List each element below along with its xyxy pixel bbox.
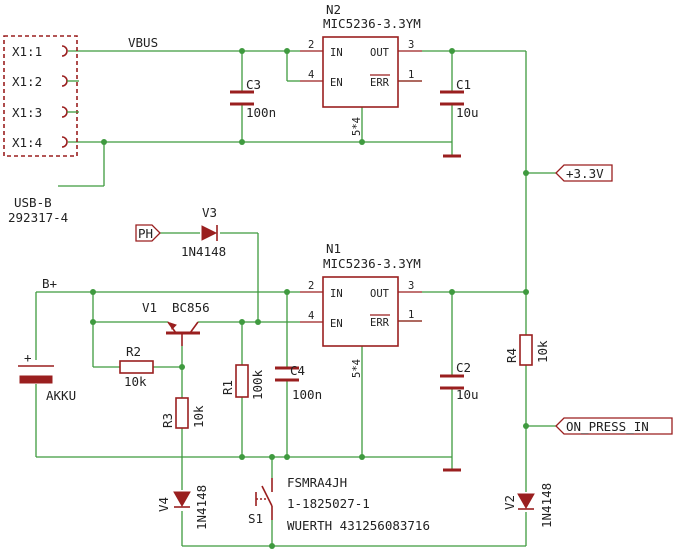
n1-in-label: IN — [330, 288, 343, 300]
regulator-n1: N1 MIC5236-3.3YM IN EN OUT ERR 2 4 3 1 5… — [300, 241, 422, 378]
capacitor-c1: C1 10u — [440, 77, 479, 120]
capacitor-c3: C3 100n — [230, 77, 276, 120]
usb-connector-x1: X1:1 X1:2 X1:3 X1:4 USB-B 292317-4 — [3, 35, 79, 225]
s1-maker: WUERTH 431256083716 — [287, 518, 430, 533]
r2-value: 10k — [124, 374, 147, 389]
r2-name: R2 — [126, 344, 141, 359]
n2-pin-out: 3 — [408, 39, 414, 51]
net-3v3-label: +3.3V — [566, 166, 604, 181]
s1-name: S1 — [248, 511, 263, 526]
n2-en-label: EN — [330, 77, 343, 89]
n2-out-label: OUT — [370, 47, 390, 59]
regulator-n2: N2 MIC5236-3.3YM IN EN OUT ERR 2 4 3 1 5… — [300, 2, 422, 136]
s1-value: FSMRA4JH — [287, 475, 347, 490]
n2-err-label: ERR — [370, 77, 390, 89]
net-vbus-label: VBUS — [128, 35, 158, 50]
c3-value: 100n — [246, 105, 276, 120]
ground-symbols — [443, 154, 461, 472]
n1-name: N1 — [326, 241, 341, 256]
c2-name: C2 — [456, 360, 471, 375]
n2-in-label: IN — [330, 47, 343, 59]
c3-name: C3 — [246, 77, 261, 92]
junctions — [90, 48, 529, 549]
v4-name: V4 — [156, 497, 171, 512]
net-ph-flag: PH — [135, 224, 161, 242]
n1-pin-err: 1 — [408, 309, 414, 321]
connector-part: 292317-4 — [8, 210, 68, 225]
capacitor-c4: C4 100n — [275, 363, 322, 402]
v4-value: 1N4148 — [194, 485, 209, 530]
r1-value: 100k — [250, 369, 265, 400]
n2-pin-gnd: 5*4 — [351, 117, 363, 136]
battery-plus: + — [24, 350, 32, 365]
v3-value: 1N4148 — [181, 244, 226, 259]
resistor-r1: R1 100k — [220, 364, 265, 400]
net-3v3-flag: +3.3V — [555, 164, 613, 182]
n2-name: N2 — [326, 2, 341, 17]
n1-err-label: ERR — [370, 317, 390, 329]
n2-pin-err: 1 — [408, 69, 414, 81]
diode-v3: V3 1N4148 — [181, 205, 226, 259]
net-bplus-label: B+ — [42, 276, 57, 291]
n1-en-label: EN — [330, 318, 343, 330]
r4-value: 10k — [535, 340, 550, 363]
n2-pin-en: 4 — [308, 69, 314, 81]
battery-akku: + AKKU — [18, 350, 76, 403]
n1-pin-in: 2 — [308, 280, 314, 292]
net-on-press-flag: ON_PRESS_IN — [555, 417, 673, 435]
v1-value: BC856 — [172, 300, 210, 315]
diode-v2: V2 1N4148 — [502, 483, 554, 528]
v1-name: V1 — [142, 300, 157, 315]
n1-pin-out: 3 — [408, 280, 414, 292]
diode-v4: V4 1N4148 — [156, 485, 209, 530]
connector-pin-1: X1:1 — [12, 44, 42, 59]
v3-name: V3 — [202, 205, 217, 220]
wires — [35, 50, 556, 547]
connector-pin-4: X1:4 — [12, 135, 42, 150]
c2-value: 10u — [456, 387, 479, 402]
resistor-r4: R4 10k — [504, 334, 550, 366]
connector-type: USB-B — [14, 195, 52, 210]
transistor-v1: V1 BC856 — [142, 300, 210, 346]
connector-pin-2: X1:2 — [12, 74, 42, 89]
r3-name: R3 — [160, 413, 175, 428]
r4-name: R4 — [504, 348, 519, 363]
switch-s1: S1 FSMRA4JH 1-1825027-1 WUERTH 431256083… — [248, 475, 430, 533]
c1-value: 10u — [456, 105, 479, 120]
n1-out-label: OUT — [370, 288, 390, 300]
v2-value: 1N4148 — [539, 483, 554, 528]
c4-value: 100n — [292, 387, 322, 402]
n1-value: MIC5236-3.3YM — [323, 256, 421, 271]
net-ph-label: PH — [138, 226, 153, 241]
r1-name: R1 — [220, 380, 235, 395]
net-on-press-label: ON_PRESS_IN — [566, 419, 649, 434]
v2-name: V2 — [502, 495, 517, 510]
n2-pin-in: 2 — [308, 39, 314, 51]
n1-pin-en: 4 — [308, 310, 314, 322]
n1-pin-gnd: 5*4 — [351, 359, 363, 378]
resistor-r2: R2 10k — [119, 344, 154, 389]
c4-name: C4 — [290, 363, 305, 378]
resistor-r3: R3 10k — [160, 397, 206, 429]
n2-value: MIC5236-3.3YM — [323, 16, 421, 31]
c1-name: C1 — [456, 77, 471, 92]
connector-pin-3: X1:3 — [12, 105, 42, 120]
battery-name: AKKU — [46, 388, 76, 403]
r3-value: 10k — [191, 405, 206, 428]
s1-part: 1-1825027-1 — [287, 496, 370, 511]
capacitor-c2: C2 10u — [440, 360, 479, 402]
